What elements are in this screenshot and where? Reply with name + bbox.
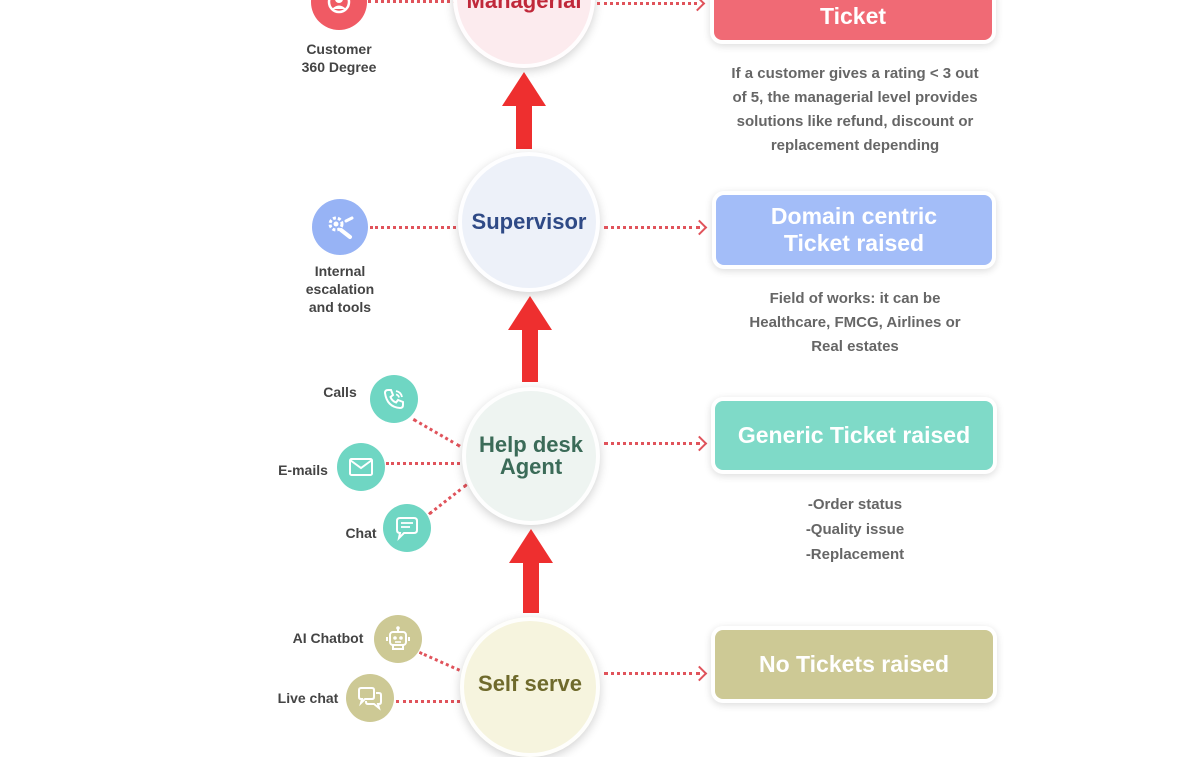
connector-chatbot-selfserve — [418, 651, 461, 672]
gear-wrench-icon — [312, 199, 368, 255]
channel-live-chat-label: Live chat — [277, 690, 339, 706]
robot-icon — [374, 615, 422, 663]
ticket-helpdesk: Generic Ticket raised — [715, 401, 993, 470]
ticket-selfserve: No Tickets raised — [715, 630, 993, 699]
connector-tools-supervisor — [370, 226, 456, 229]
tier-self-serve: Self serve — [460, 617, 600, 757]
connector-arrowhead — [691, 435, 708, 452]
internal-escalation-label: Internal escalation and tools — [305, 263, 375, 315]
connector-arrowhead — [691, 665, 708, 682]
connector-livechat-selfserve — [396, 700, 460, 703]
channel-chat-label: Chat — [345, 525, 377, 541]
ticket-supervisor: Domain centric Ticket raised — [716, 195, 992, 265]
tier-managerial: Managerial — [453, 0, 595, 68]
connector-managerial-ticket — [597, 2, 697, 5]
escalation-arrow-helpdesk-to-supervisor — [508, 296, 552, 382]
envelope-icon — [337, 443, 385, 491]
connector-emails-helpdesk — [386, 462, 460, 465]
customer-360-icon — [311, 0, 367, 30]
connector-chat-helpdesk — [428, 483, 468, 516]
channel-emails-label: E-mails — [278, 462, 328, 478]
helpdesk-description: -Order status -Quality issue -Replacemen… — [805, 496, 905, 563]
phone-icon — [370, 375, 418, 423]
connector-arrowhead — [689, 0, 706, 12]
chat-bubble-icon — [383, 504, 431, 552]
tier-helpdesk-agent: Help desk Agent — [462, 387, 600, 525]
channel-calls-label: Calls — [323, 384, 357, 400]
connector-arrowhead — [691, 219, 708, 236]
managerial-description: If a customer gives a rating < 3 out of … — [731, 65, 979, 154]
tier-managerial-title: Managerial — [466, 0, 582, 13]
ticket-managerial: Ticket — [714, 0, 992, 40]
speech-bubbles-icon — [346, 674, 394, 722]
tier-helpdesk-title: Help desk Agent — [479, 432, 583, 479]
escalation-arrow-supervisor-to-managerial — [502, 72, 546, 149]
connector-calls-helpdesk — [412, 418, 461, 448]
connector-customer360-managerial — [368, 0, 456, 3]
supervisor-description: Field of works: it can be Healthcare, FM… — [749, 290, 961, 355]
connector-helpdesk-ticket — [604, 442, 700, 445]
escalation-arrow-selfserve-to-helpdesk — [509, 529, 553, 613]
connector-supervisor-ticket — [604, 226, 700, 229]
connector-selfserve-ticket — [604, 672, 700, 675]
channel-ai-chatbot-label: AI Chatbot — [292, 630, 364, 646]
tier-supervisor-title: Supervisor — [471, 209, 587, 234]
tier-supervisor: Supervisor — [458, 152, 600, 292]
customer-360-label: Customer 360 Degree — [301, 41, 377, 75]
tier-selfserve-title: Self serve — [478, 671, 582, 696]
